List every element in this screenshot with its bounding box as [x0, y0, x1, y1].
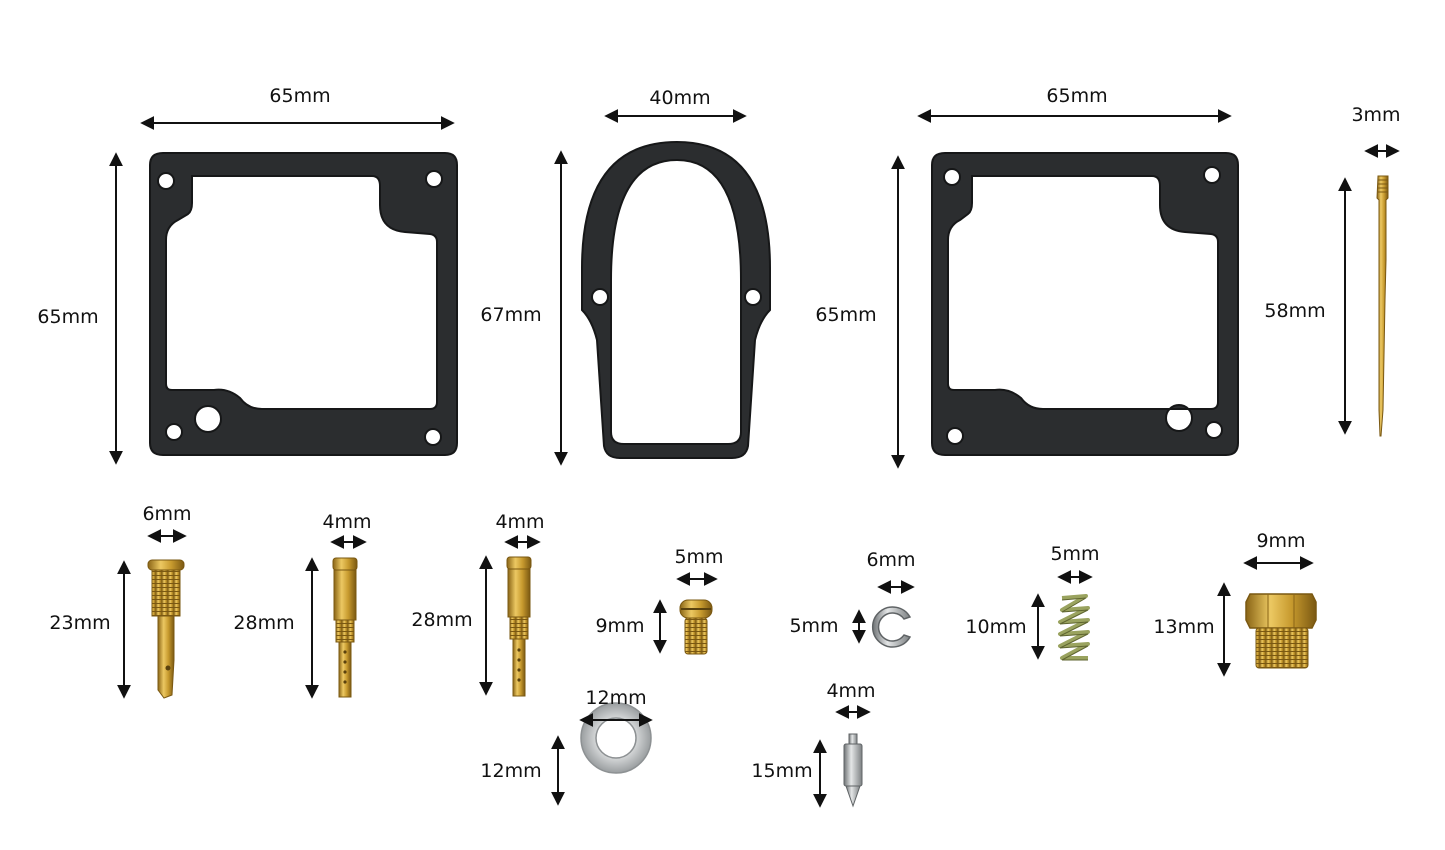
float-needle-height-label: 15mm	[751, 760, 812, 782]
pilot-jet-2-tube	[512, 638, 526, 697]
e-clip-width-label: 6mm	[866, 549, 915, 571]
drain-plug-width-label: 9mm	[1256, 530, 1305, 552]
pilot-jet-2-width-label: 4mm	[495, 511, 544, 533]
e-clip: 6mm 5mm	[789, 549, 916, 648]
pilot-jet-2-height-label: 28mm	[411, 609, 472, 631]
pilot-jet-2-holes	[517, 648, 521, 682]
pilot-jet-1-width-label: 4mm	[322, 511, 371, 533]
pilot-jet-1-tube	[338, 641, 352, 698]
main-jet-thread	[684, 617, 708, 655]
gasket-oval-shape	[581, 140, 771, 459]
pilot-screw-height-label: 23mm	[49, 612, 110, 634]
washer-shape	[580, 702, 652, 774]
pilot-screw-hole	[165, 665, 171, 671]
pilot-jet-1: 4mm 28mm	[233, 511, 372, 699]
pilot-jet-1-thread	[335, 619, 355, 643]
gasket-square-left: 65mm 65mm	[37, 85, 458, 465]
washer-height-label: 12mm	[480, 760, 541, 782]
drain-plug-thread	[1255, 627, 1309, 669]
main-jet: 5mm 9mm	[595, 546, 724, 655]
float-needle: 4mm 15mm	[751, 680, 876, 808]
gasket-square-right: 65mm 65mm	[815, 85, 1239, 469]
pilot-screw-width-label: 6mm	[142, 503, 191, 525]
washer-width-label: 12mm	[585, 687, 646, 709]
gasket-right-height-label: 65mm	[815, 304, 876, 326]
pilot-jet-1-body	[333, 569, 357, 621]
main-jet-height-label: 9mm	[595, 615, 644, 637]
pilot-jet-1-head	[332, 557, 358, 571]
pilot-screw: 6mm 23mm	[49, 503, 192, 699]
float-needle-width-label: 4mm	[826, 680, 875, 702]
pilot-jet-2: 4mm 28mm	[411, 511, 545, 697]
e-clip-height-label: 5mm	[789, 615, 838, 637]
gasket-right-width-label: 65mm	[1046, 85, 1107, 107]
pilot-jet-2-thread	[509, 616, 529, 640]
gasket-left-shape	[149, 152, 458, 456]
gasket-right-shape	[931, 152, 1239, 456]
drain-plug-head	[1245, 593, 1317, 629]
washer: 12mm 12mm	[480, 687, 653, 806]
spring-height-label: 10mm	[965, 616, 1026, 638]
pilot-jet-2-body	[507, 568, 531, 618]
pilot-jet-1-height-label: 28mm	[233, 612, 294, 634]
jet-needle-height-label: 58mm	[1264, 300, 1325, 322]
pilot-jet-2-head	[506, 556, 532, 570]
gasket-left-width-label: 65mm	[269, 85, 330, 107]
drain-plug-height-label: 13mm	[1153, 616, 1214, 638]
pilot-screw-head	[147, 559, 185, 571]
gasket-oval: 40mm 67mm	[480, 87, 771, 466]
float-needle-top	[848, 733, 858, 745]
gasket-left-height-label: 65mm	[37, 306, 98, 328]
gasket-oval-height-label: 67mm	[480, 304, 541, 326]
spring: 5mm 10mm	[965, 543, 1100, 661]
float-needle-body	[843, 743, 863, 787]
jet-needle-grooves	[1378, 179, 1388, 193]
float-needle-tip	[845, 785, 861, 808]
pilot-screw-tip	[157, 615, 175, 699]
pilot-jet-1-holes	[343, 650, 347, 684]
gasket-oval-width-label: 40mm	[649, 87, 710, 109]
pilot-screw-thread	[151, 569, 181, 617]
main-jet-width-label: 5mm	[674, 546, 723, 568]
spring-coil-shadow	[1059, 597, 1089, 661]
jet-needle-shape	[1376, 175, 1389, 437]
jet-needle-width-label: 3mm	[1351, 104, 1400, 126]
drain-plug: 9mm 13mm	[1153, 530, 1317, 677]
jet-needle: 3mm 58mm	[1264, 104, 1401, 437]
e-clip-shape	[872, 606, 912, 648]
spring-width-label: 5mm	[1050, 543, 1099, 565]
